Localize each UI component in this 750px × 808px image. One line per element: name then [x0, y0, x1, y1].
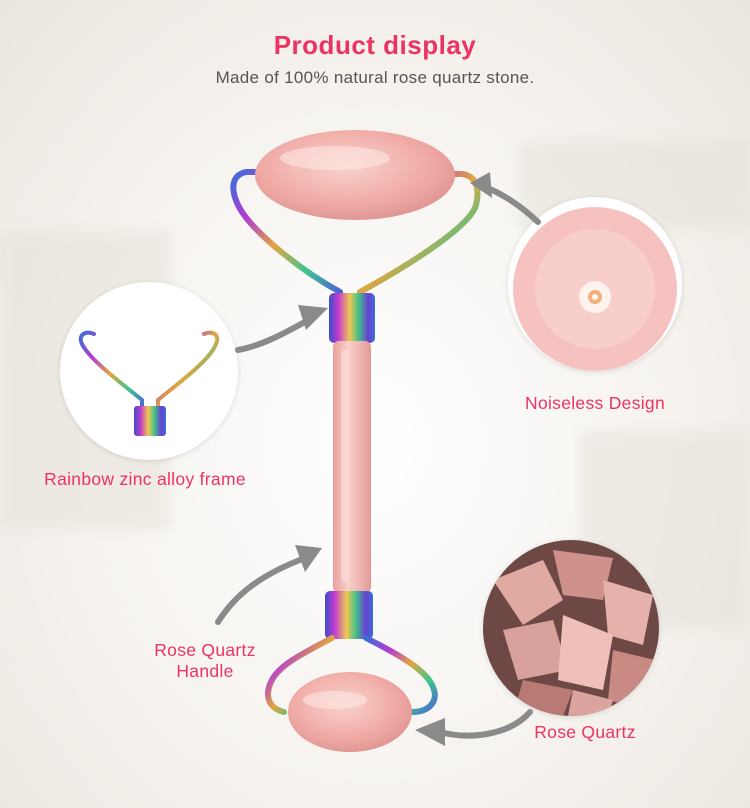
rose-quartz-stone-image [483, 540, 659, 716]
handle-label-line2: Handle [176, 661, 234, 681]
roller-end-illustration [513, 207, 677, 371]
handle-label-line1: Rose Quartz [154, 640, 256, 660]
page-subtitle: Made of 100% natural rose quartz stone. [215, 68, 535, 87]
rough-stone-illustration [483, 540, 659, 716]
noiseless-detail-image [508, 197, 682, 371]
noiseless-label: Noiseless Design [525, 393, 665, 413]
arrow-to-stone [437, 709, 533, 739]
arrow-to-handle [215, 555, 308, 625]
zinc-frame-illustration [78, 330, 220, 436]
arrow-to-frame [235, 315, 315, 353]
frame-label: Rainbow zinc alloy frame [44, 469, 246, 489]
page-title: Product display [273, 30, 477, 60]
stone-label: Rose Quartz [534, 722, 636, 742]
frame-detail-image [60, 282, 238, 460]
